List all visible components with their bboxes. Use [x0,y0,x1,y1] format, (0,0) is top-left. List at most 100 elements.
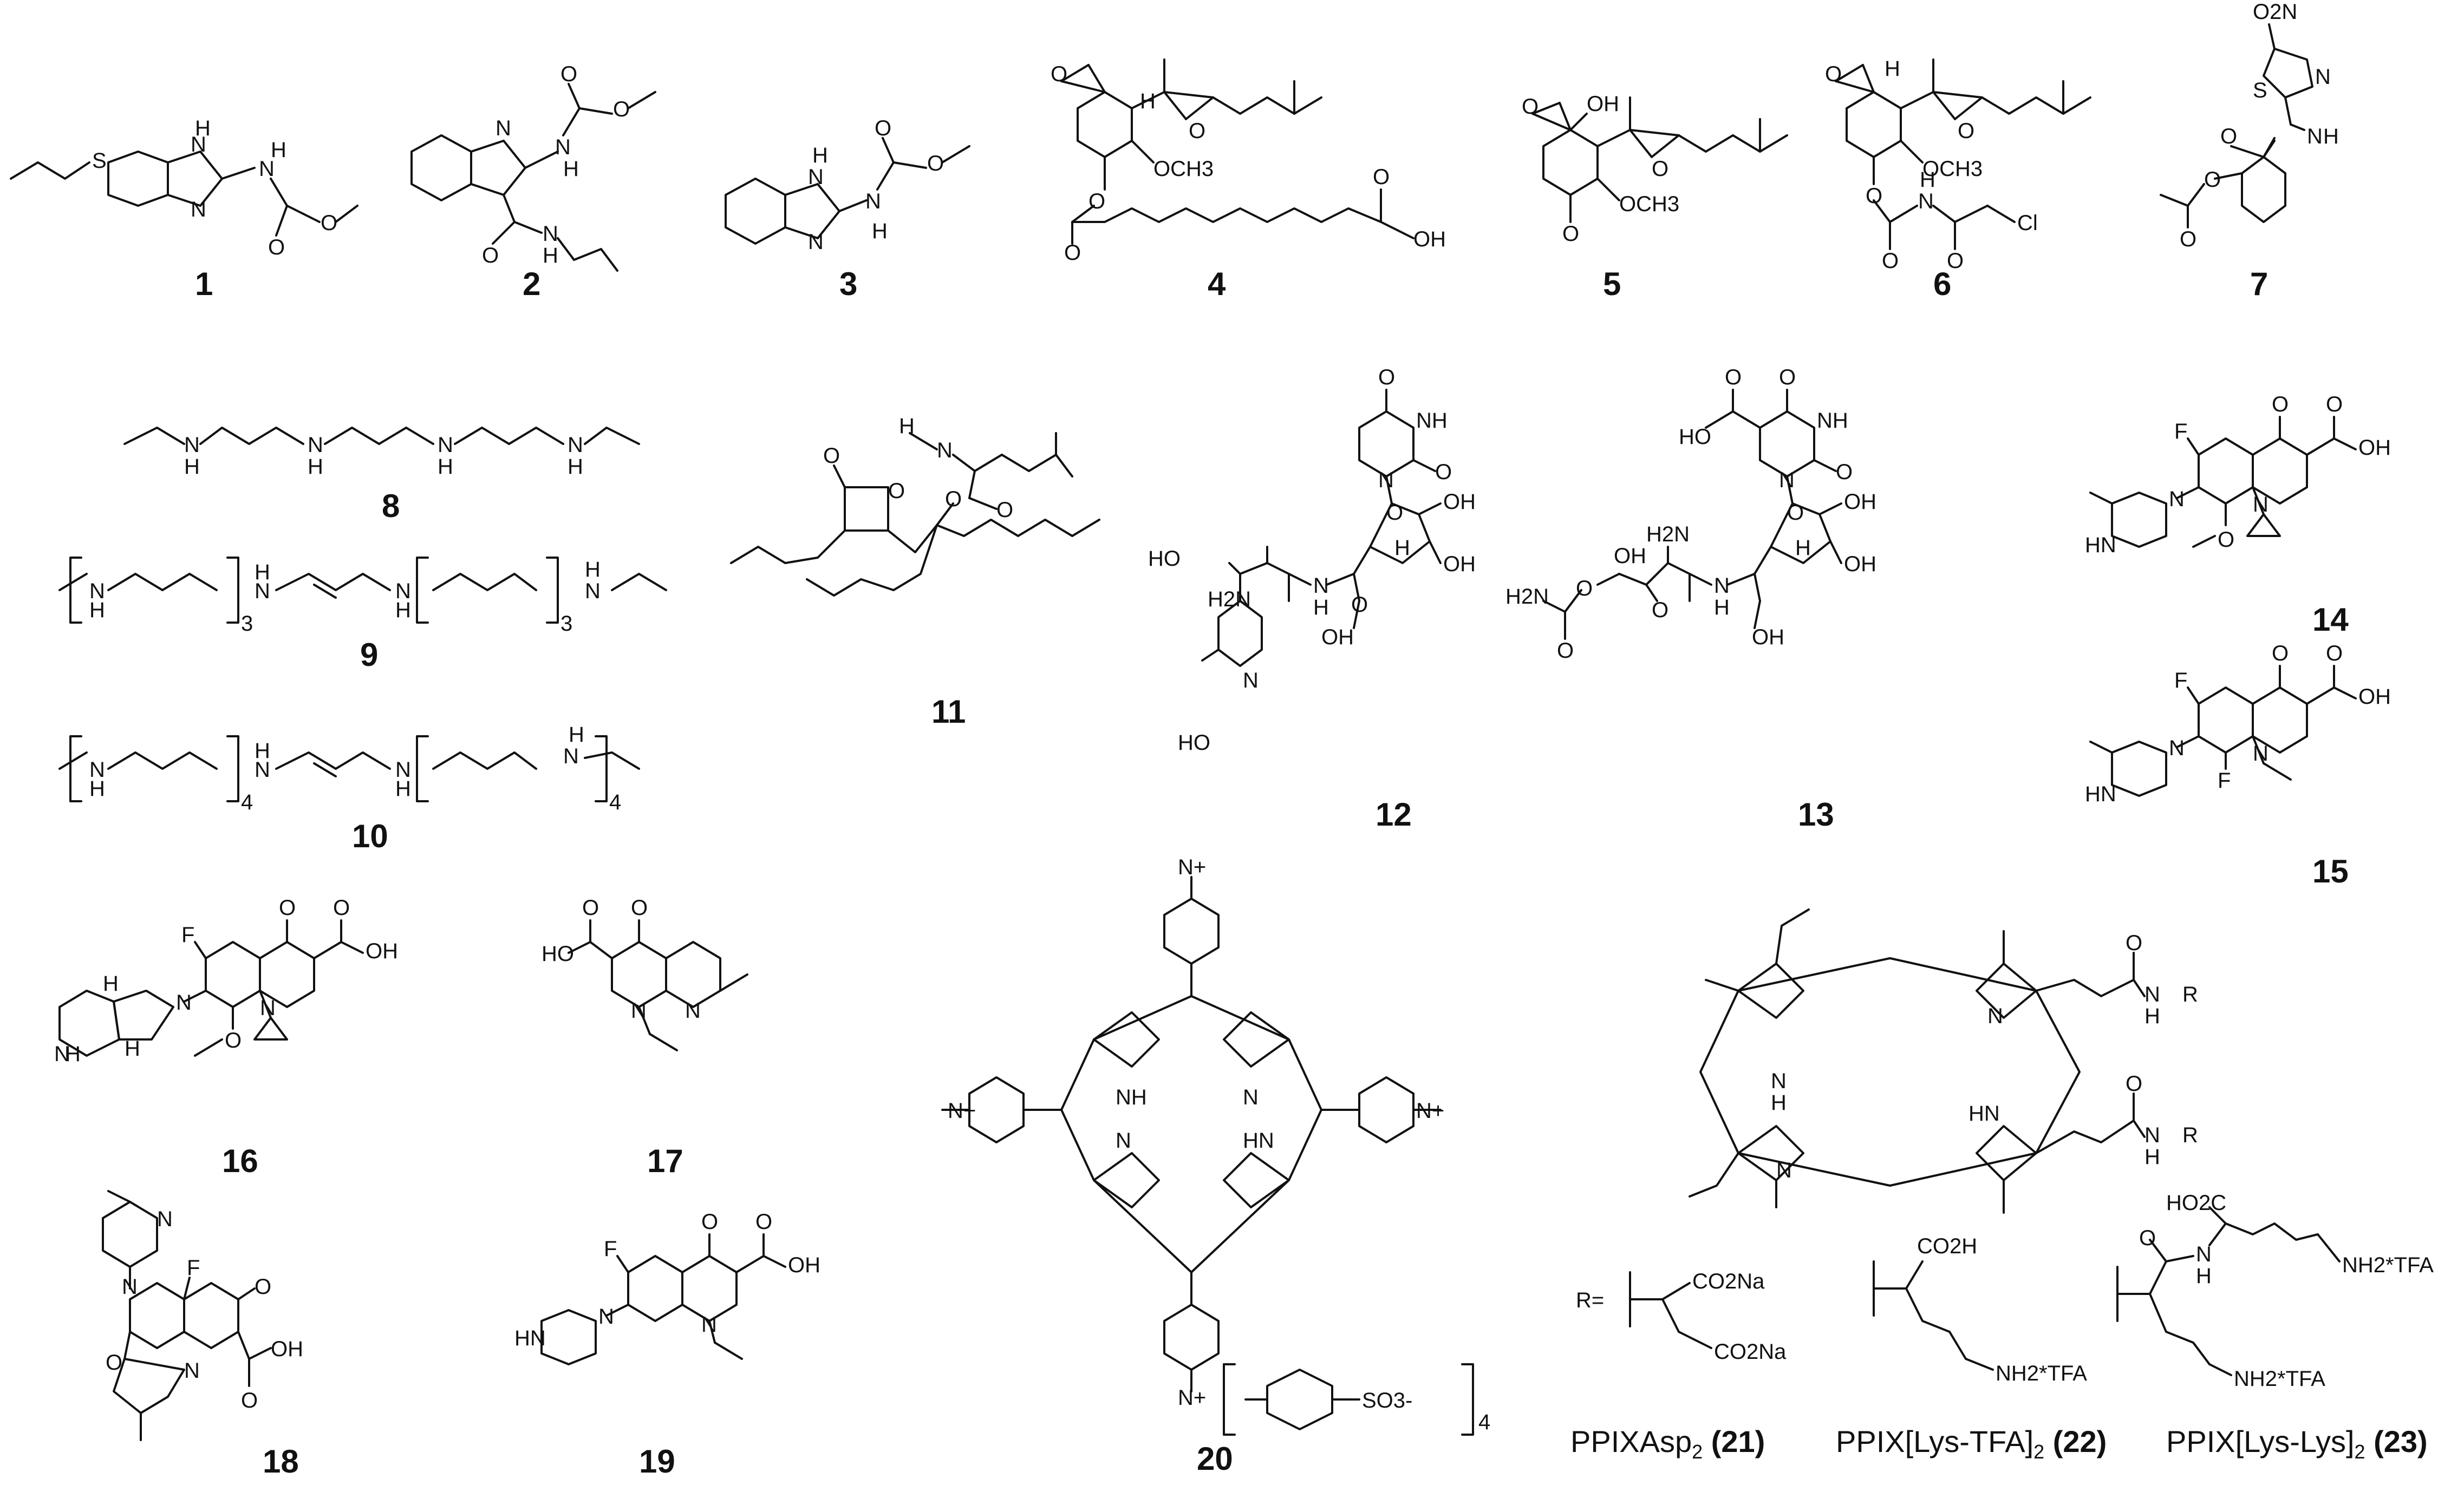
atom-label: O [1562,222,1579,246]
caption-ppix-lys-lys: PPIX[Lys-Lys]2 (23) [2166,1424,2428,1463]
atom-label: N [865,189,881,213]
compound-19: F O OH O N HN N 19 [509,1207,888,1485]
atom-label: N [1776,1159,1792,1182]
caption-number: (21) [1711,1424,1765,1458]
atom-label: N [563,744,579,768]
compound-number: 16 [222,1143,258,1179]
atom-label: N [54,1042,70,1066]
atom-label: N [2253,742,2269,766]
structure-16: F O OH O H N N H N H O [54,896,398,1066]
atom-label: O [1787,501,1804,525]
atom-label: N [184,433,200,457]
atom-label: N [2253,493,2269,516]
atom-label: N [1313,574,1329,598]
atom-label: OH [1844,490,1876,514]
atom-label: O [1882,249,1899,273]
atom-label: H [255,739,270,763]
atom-label: N [2196,1242,2212,1266]
atom-label: O [1189,119,1205,143]
atom-label: O [1088,189,1105,213]
atom-label: F [2174,669,2187,692]
atom-label: O [1779,365,1796,389]
atom-label: OH [1614,544,1646,568]
atom-label: N [701,1313,717,1337]
atom-label: O [1866,184,1882,208]
atom-label: O [1435,460,1452,484]
structure-9: N H 3 H N N H 3 H N [58,557,667,636]
compound-10: N H 4 H N N H 4 H N 10 [49,723,699,866]
atom-label: CO2Na [1714,1340,1787,1364]
compound-8: N H N H N H N H 8 [108,411,650,531]
compound-number: 15 [2312,853,2349,889]
structure-18: N N F O O N OH O [102,1190,303,1441]
atom-label: 3 [560,612,572,636]
atom-label: F [604,1237,617,1261]
atom-label: O [2272,392,2289,416]
atom-label: H [1714,596,1730,619]
compound-number: 4 [1208,266,1226,302]
atom-label: O [268,235,285,259]
atom-label: H [271,138,286,162]
caption-subscript: 2 [1692,1441,1703,1463]
atom-label: H [563,157,579,181]
atom-label: O [1958,119,1974,143]
compound-12: O NH N O O OH H2N N H H OH HO O OH N HO … [1148,357,1560,855]
atom-label: N [1243,1085,1259,1109]
atom-label: O [2326,392,2343,416]
atom-label: O [1725,365,1742,389]
atom-label: O [2218,528,2234,552]
atom-label: N [395,758,411,782]
atom-label: O [755,1210,772,1234]
atom-label: O [1947,249,1964,273]
atom-label: H [395,598,411,622]
atom-label: HN [1243,1129,1274,1153]
atom-label: H [568,455,583,479]
atom-label: O [1386,501,1403,525]
atom-label: H [1885,57,1900,81]
atom-label: OH [271,1337,303,1361]
atom-label: N [176,991,192,1015]
compound-number: 13 [1798,796,1834,833]
atom-label: HO [1679,425,1711,449]
atom-label: N+ [948,1099,976,1123]
atom-label: N [255,579,270,603]
caption-name: PPIXAsp [1570,1424,1692,1458]
atom-label: N [2315,65,2331,89]
atom-label: O [1522,95,1539,119]
atom-label: N+ [1416,1099,1444,1123]
atom-label: N [2169,487,2185,511]
atom-label: 4 [609,790,621,814]
atom-label: N [260,996,276,1020]
atom-label: O [2139,1226,2156,1250]
structure-4: O H O OCH3 O O OH O [1051,58,1446,265]
structure-7: O2N S N N H O O O [2160,0,2339,251]
structure-3: H N N H N O O [725,116,970,254]
atom-label: N [438,433,453,457]
atom-label: H [1394,536,1410,560]
atom-label: H [2196,1264,2212,1288]
atom-label: O [225,1029,242,1052]
atom-label: S [2253,78,2267,102]
compound-11: O O H N O O 11 [726,401,1202,736]
atom-label: N [157,1207,173,1231]
structure-ppix: N H N N HN O N H R O N H R [1689,908,2198,1214]
caption-ppix-asp: PPIXAsp2 (21) [1570,1424,1765,1463]
atom-label: O [996,498,1013,522]
atom-label: N [631,999,647,1023]
atom-label: NH2*TFA [1996,1362,2087,1385]
atom-label: N [1779,468,1795,492]
structure-5: O OH O OCH3 O [1522,92,1788,246]
atom-label: O [1373,165,1390,189]
atom-label: F [181,923,194,947]
atom-label: N+ [1178,1386,1206,1410]
atom-label: NH [1116,1085,1147,1109]
atom-label: H [899,414,915,438]
atom-label: H [89,598,105,622]
atom-label: N [259,157,275,181]
compound-16: F O OH O H N N H N H O 16 [32,893,444,1196]
atom-label: H [308,455,323,479]
atom-label: N [585,579,601,603]
atom-label: O [2326,642,2343,665]
compound-number: 8 [382,488,400,524]
